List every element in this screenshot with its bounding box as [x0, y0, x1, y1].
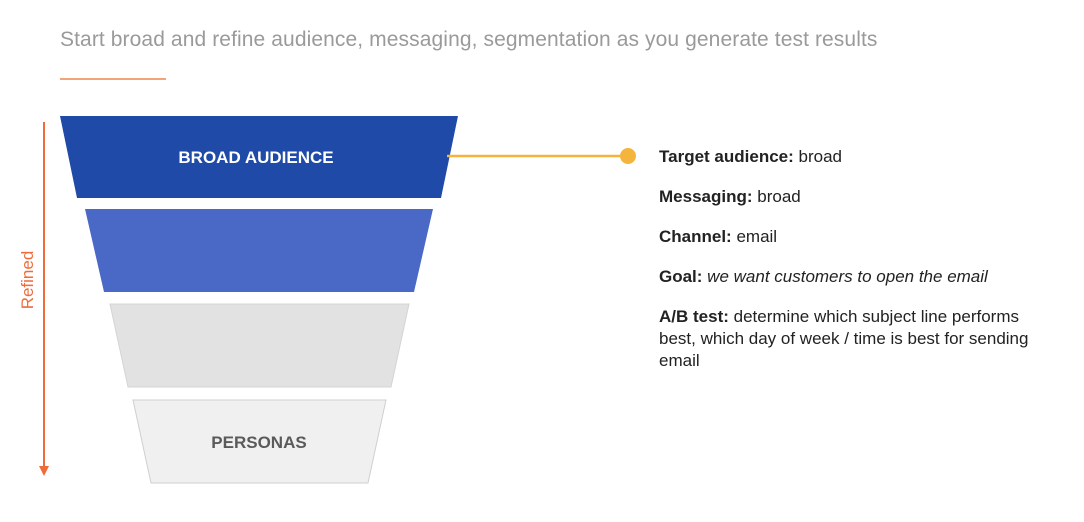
title-underline	[60, 78, 166, 80]
detail-goal: Goal: we want customers to open the emai…	[659, 266, 1049, 288]
detail-target-audience-value: broad	[793, 147, 842, 166]
detail-messaging: Messaging: broad	[659, 186, 1049, 208]
detail-target-audience: Target audience: broad	[659, 146, 1049, 168]
detail-goal-value: we want customers to open the email	[702, 267, 988, 286]
funnel-stage-3	[109, 303, 410, 388]
funnel-stage-broad-audience-label: BROAD AUDIENCE	[178, 148, 333, 167]
detail-channel-value: email	[731, 227, 778, 246]
refined-arrow-icon	[39, 122, 49, 476]
detail-channel-label: Channel:	[659, 227, 732, 246]
detail-messaging-value: broad	[752, 187, 801, 206]
funnel-stage-broad-audience	[60, 116, 458, 198]
detail-channel: Channel: email	[659, 226, 1049, 248]
connector-dot-icon	[620, 148, 636, 164]
funnel-diagram: BROAD AUDIENCE PERSONAS	[60, 116, 636, 484]
detail-ab-test: A/B test: determine which subject line p…	[659, 306, 1049, 372]
detail-goal-label: Goal:	[659, 267, 703, 286]
funnel-stage-2	[85, 209, 433, 292]
slide-subtitle: Start broad and refine audience, messagi…	[60, 28, 878, 51]
detail-target-audience-label: Target audience:	[659, 147, 794, 166]
funnel-stage-personas	[132, 399, 387, 484]
detail-ab-test-label: A/B test:	[659, 307, 729, 326]
funnel-stage-personas-label: PERSONAS	[211, 433, 306, 452]
detail-ab-test-value: determine which subject line performs be…	[659, 307, 1029, 370]
detail-messaging-label: Messaging:	[659, 187, 753, 206]
stage-details: Target audience: broad Messaging: broad …	[659, 146, 1049, 390]
